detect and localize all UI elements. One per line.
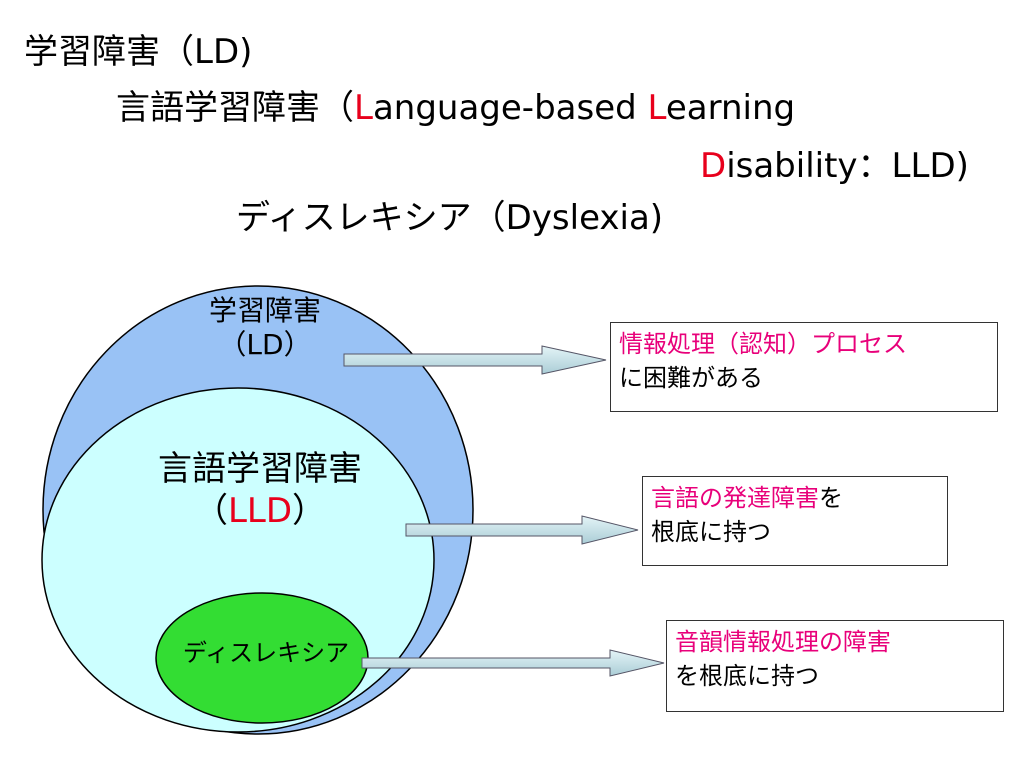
lld-description-tail: を (819, 484, 843, 512)
ld-description-rest: に困難がある (619, 364, 763, 392)
lld-description-line-1: 言語の発達障害を (651, 481, 939, 515)
title-line-3-rest: isability：LLD) (726, 146, 969, 186)
ld-label-line-2: （LD） (218, 328, 312, 361)
title-line-4: ディスレキシア（Dyslexia) (236, 198, 664, 238)
ld-description-box: 情報処理（認知）プロセス に困難がある (610, 322, 998, 412)
arrow-dyslexia (361, 649, 665, 677)
ld-circle-label: 学習障害 （LD） (150, 294, 380, 362)
dyslexia-description-box: 音韻情報処理の障害 を根底に持つ (666, 620, 1004, 712)
lld-label-open: （ (193, 491, 228, 531)
lld-label-line-1: 言語学習障害 (158, 449, 362, 489)
lld-circle-label: 言語学習障害 （LLD） (120, 448, 400, 532)
lld-label-close: ） (292, 491, 327, 531)
lld-label-line-2: （LLD） (120, 490, 400, 532)
title-line-2-anguage: anguage-based (372, 88, 648, 128)
dyslexia-description-highlight: 音韻情報処理の障害 (675, 628, 891, 656)
ld-description-highlight: 情報処理（認知）プロセス (619, 330, 907, 358)
lld-description-rest: 根底に持つ (651, 518, 771, 546)
dyslexia-circle-label: ディスレキシア (182, 639, 350, 667)
title-line-2-prefix: 言語学習障害（ (116, 88, 354, 128)
lld-description-box: 言語の発達障害を 根底に持つ (642, 476, 948, 566)
dyslexia-description-rest: を根底に持つ (675, 662, 819, 690)
ld-label-line-1: 学習障害 (208, 294, 321, 327)
title-line-3: Disability：LLD) (700, 146, 969, 186)
lld-description-highlight: 言語の発達障害 (651, 484, 819, 512)
title-initial-l-2: L (647, 88, 666, 128)
lld-label-abbr: LLD (227, 491, 293, 531)
title-line-2-earning: earning (665, 88, 796, 128)
title-line-1: 学習障害（LD) (24, 32, 253, 72)
arrow-lld (405, 515, 639, 545)
title-initial-d: D (700, 146, 727, 186)
title-line-2: 言語学習障害（Language-based Learning (116, 88, 795, 128)
arrow-ld (343, 345, 607, 375)
title-initial-l-1: L (354, 88, 373, 128)
